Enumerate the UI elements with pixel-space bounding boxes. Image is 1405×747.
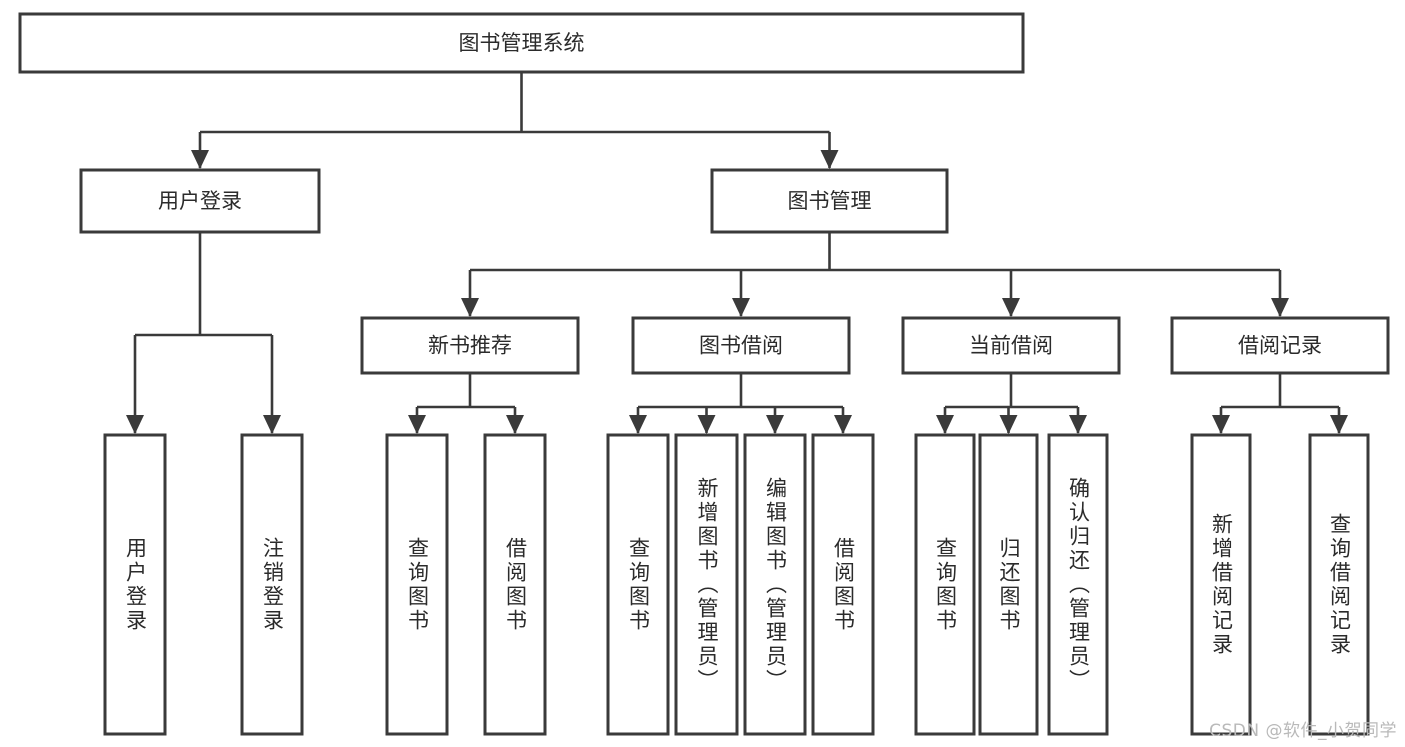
node-box-new-book-rec[interactable] [360, 316, 580, 375]
arrow-into-leaf-user-login [126, 415, 144, 434]
node-box-user-login[interactable] [79, 168, 321, 234]
node-box-leaf-query-book-cur[interactable] [914, 433, 976, 736]
node-box-leaf-borrow-book-rec[interactable] [483, 433, 547, 736]
arrow-into-new-book-rec [461, 298, 479, 317]
node-box-leaf-query-book-rec[interactable] [385, 433, 449, 736]
node-box-leaf-user-login[interactable] [103, 433, 167, 736]
node-box-leaf-add-record[interactable] [1190, 433, 1252, 736]
node-label-book-manage: 图书管理 [788, 189, 872, 213]
node-label-user-login: 用户登录 [158, 189, 242, 213]
node-box-leaf-query-record[interactable] [1308, 433, 1370, 736]
arrow-into-leaf-return-book [999, 415, 1018, 434]
node-box-root[interactable] [18, 12, 1025, 74]
arrow-into-leaf-edit-book [766, 415, 784, 434]
arrow-into-leaf-query-book-cur [936, 415, 954, 434]
arrow-into-leaf-confirm-return [1069, 415, 1087, 434]
arrow-into-book-borrow [732, 298, 750, 317]
node-box-book-manage[interactable] [710, 168, 949, 234]
arrow-into-leaf-borrow-book-rec [506, 415, 524, 434]
arrow-into-borrow-record [1271, 298, 1289, 317]
arrow-into-book-manage [820, 150, 839, 169]
node-box-leaf-query-book-borrow[interactable] [606, 433, 670, 736]
arrow-into-leaf-logout [263, 415, 281, 434]
arrow-into-leaf-add-book [697, 415, 716, 434]
node-box-borrow-record[interactable] [1170, 316, 1390, 375]
node-box-leaf-edit-book[interactable] [743, 433, 807, 736]
node-label-root: 图书管理系统 [459, 31, 585, 55]
box-layer [18, 12, 1390, 736]
connector-layer [126, 72, 1348, 434]
node-box-leaf-return-book[interactable] [978, 433, 1039, 736]
csdn-watermark: CSDN @软件_小贺同学 [1209, 721, 1397, 741]
node-box-leaf-confirm-return[interactable] [1047, 433, 1109, 736]
arrow-into-leaf-borrow-book [834, 415, 852, 434]
arrow-into-leaf-add-record [1212, 415, 1230, 434]
node-box-leaf-add-book[interactable] [674, 433, 739, 736]
node-box-leaf-borrow-book[interactable] [811, 433, 875, 736]
node-label-book-borrow: 图书借阅 [699, 334, 783, 358]
arrow-into-user-login [191, 150, 209, 169]
arrow-into-leaf-query-book-borrow [629, 415, 647, 434]
node-box-book-borrow[interactable] [631, 316, 851, 375]
node-label-new-book-rec: 新书推荐 [428, 334, 512, 358]
node-label-current-borrow: 当前借阅 [969, 334, 1053, 358]
arrow-into-leaf-query-book-rec [408, 415, 426, 434]
arrow-into-current-borrow [1002, 298, 1020, 317]
node-box-current-borrow[interactable] [901, 316, 1121, 375]
node-box-leaf-logout[interactable] [240, 433, 304, 736]
arrow-into-leaf-query-record [1330, 415, 1348, 434]
node-label-borrow-record: 借阅记录 [1238, 334, 1322, 358]
